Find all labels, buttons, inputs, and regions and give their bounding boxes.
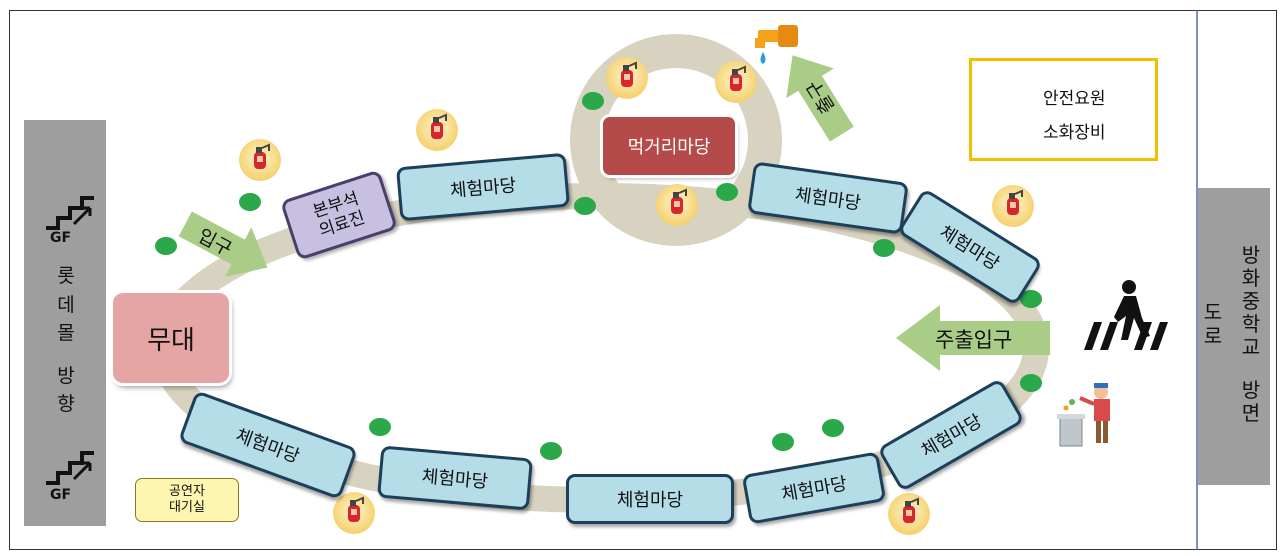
safety-staff-markers bbox=[155, 92, 1042, 460]
fire-extinguisher-icon bbox=[887, 492, 931, 536]
booth-label: 체험마당 bbox=[420, 466, 489, 493]
left-direction-label: 롯 데 몰 방 향 bbox=[57, 265, 75, 415]
legend-fire-equipment-label: 소화장비 bbox=[1043, 123, 1106, 143]
food-court-block: 먹거리마당 bbox=[603, 117, 735, 175]
svg-text:GF: GF bbox=[50, 487, 71, 501]
safety-staff-dot bbox=[822, 419, 844, 437]
entrance-arrow bbox=[178, 211, 268, 277]
food-court-track bbox=[570, 34, 782, 246]
safety-staff-dot bbox=[155, 237, 177, 255]
map-frame bbox=[9, 10, 1277, 550]
safety-staff-dot bbox=[582, 92, 604, 110]
booth-label: 체험마당 bbox=[232, 425, 303, 468]
pedestrian-crosswalk-icon bbox=[1084, 280, 1168, 350]
booth-label: 체험마당 bbox=[793, 184, 863, 215]
performer-waiting-room: 공연자 대기실 bbox=[135, 478, 239, 522]
safety-staff-dot bbox=[1020, 374, 1042, 392]
legend-box bbox=[969, 58, 1158, 161]
hq-medical-label: 본부석 의료진 bbox=[310, 188, 368, 242]
fire-extinguisher-icon bbox=[605, 56, 649, 100]
school-direction-label: 방 화 중 학 교 방 면 bbox=[1241, 243, 1261, 425]
safety-staff-dot bbox=[369, 418, 391, 436]
safety-staff-dot bbox=[239, 193, 261, 211]
safety-staff-dot bbox=[772, 433, 794, 451]
fire-extinguisher-icon bbox=[415, 108, 459, 152]
experience-booth: 체험마당 bbox=[566, 474, 734, 524]
water-faucet-icon bbox=[755, 25, 798, 64]
left-direction-panel bbox=[24, 120, 106, 526]
fire-extinguisher-icon bbox=[714, 60, 758, 104]
legend-safety-staff-label: 안전요원 bbox=[1043, 89, 1106, 109]
safety-staff-dot bbox=[1020, 290, 1042, 308]
fire-extinguisher-icon bbox=[238, 138, 282, 182]
stage-label: 무대 bbox=[147, 325, 195, 356]
fire-extinguisher-icon bbox=[655, 183, 699, 227]
booth-label: 체험마당 bbox=[616, 490, 684, 511]
fire-extinguisher-icon bbox=[991, 184, 1035, 228]
safety-staff-dot bbox=[873, 239, 895, 257]
booth-label: 체험마당 bbox=[779, 473, 849, 506]
exit-arrow bbox=[786, 55, 854, 142]
safety-staff-dot bbox=[540, 442, 562, 460]
main-entrance-arrow bbox=[896, 305, 1050, 371]
stairs-icon: GF bbox=[46, 196, 94, 242]
safety-staff-dot bbox=[574, 197, 596, 215]
svg-text:GF: GF bbox=[50, 230, 71, 242]
main-entrance-label: 주출입구 bbox=[935, 328, 1013, 352]
food-court-label: 먹거리마당 bbox=[627, 137, 711, 158]
stairs-icon: GF bbox=[46, 451, 94, 501]
safety-staff-dot bbox=[716, 183, 738, 201]
trash-person-icon bbox=[1057, 383, 1110, 447]
fire-extinguisher-icon bbox=[332, 491, 376, 535]
booth-label: 체험마당 bbox=[449, 175, 518, 202]
stage-block: 무대 bbox=[113, 293, 229, 383]
performer-waiting-label: 공연자 대기실 bbox=[169, 483, 205, 515]
right-direction-panel bbox=[1198, 188, 1270, 485]
